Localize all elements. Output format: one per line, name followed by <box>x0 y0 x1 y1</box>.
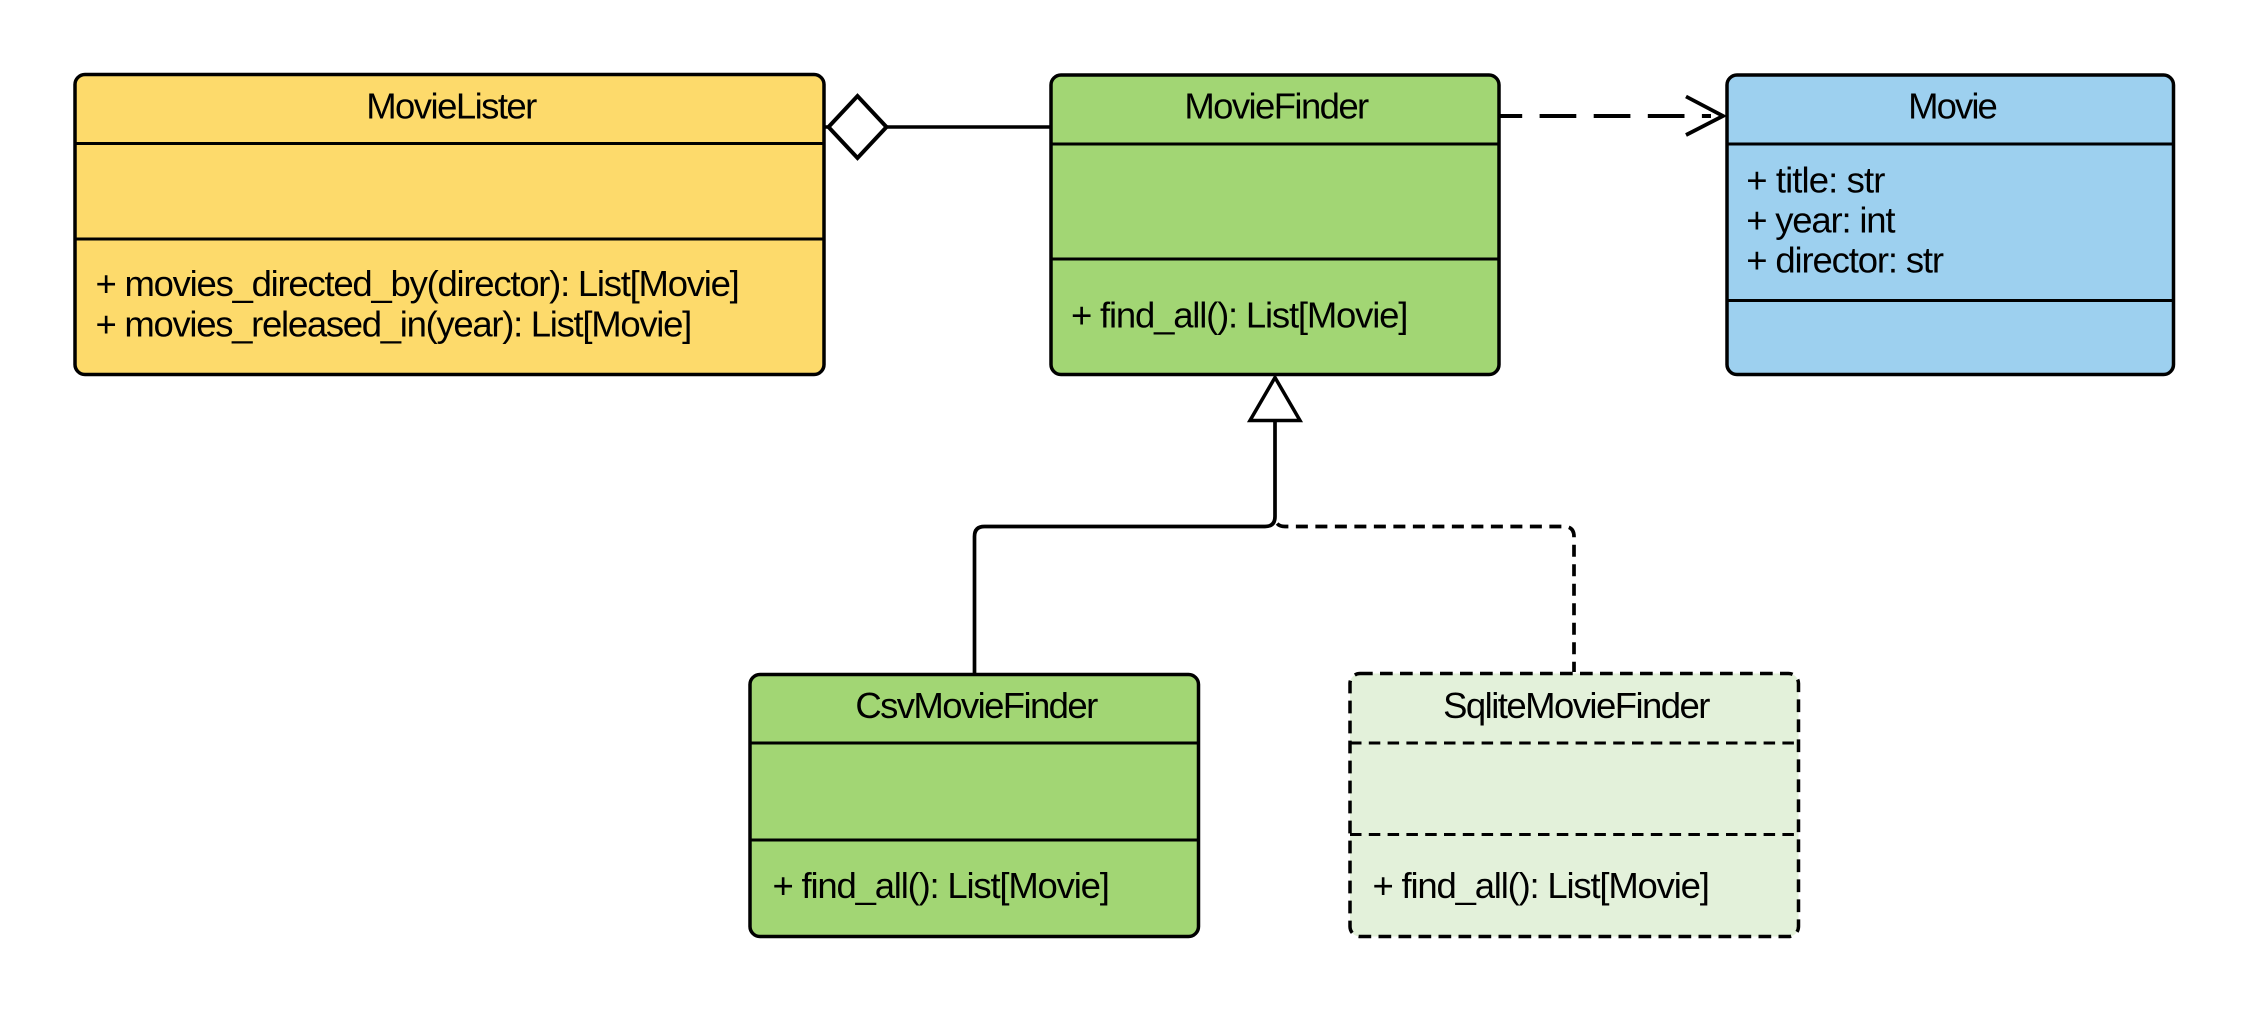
svg-text:+ movies_released_in(year): Li: + movies_released_in(year): List[Movie] <box>96 303 691 344</box>
svg-text:Movie: Movie <box>1908 85 1996 126</box>
svg-text:+ year: int: + year: int <box>1746 199 1895 240</box>
svg-text:+ find_all(): List[Movie]: + find_all(): List[Movie] <box>773 865 1109 906</box>
svg-text:MovieLister: MovieLister <box>366 85 537 126</box>
svg-text:+ find_all(): List[Movie]: + find_all(): List[Movie] <box>1071 294 1407 335</box>
svg-text:+ title: str: + title: str <box>1746 159 1885 200</box>
svg-text:SqliteMovieFinder: SqliteMovieFinder <box>1443 685 1710 726</box>
svg-text:CsvMovieFinder: CsvMovieFinder <box>855 685 1098 726</box>
svg-text:+ find_all(): List[Movie]: + find_all(): List[Movie] <box>1373 865 1709 906</box>
svg-text:+ movies_directed_by(director): + movies_directed_by(director): List[Mov… <box>96 263 739 304</box>
svg-text:MovieFinder: MovieFinder <box>1184 85 1369 126</box>
svg-text:+ director: str: + director: str <box>1746 239 1944 280</box>
